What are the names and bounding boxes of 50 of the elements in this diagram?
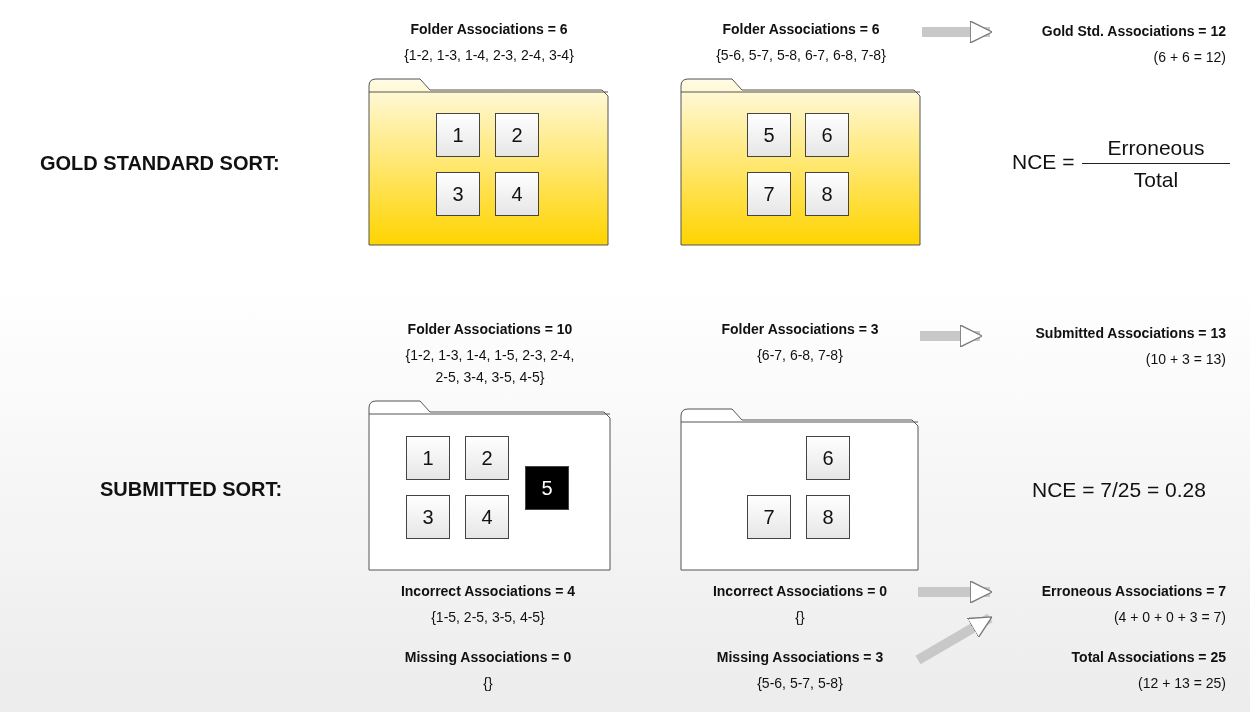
formula-text: NCE = <box>1012 150 1075 174</box>
count-heading: Gold Std. Associations = 12 <box>1041 22 1226 41</box>
numbered-card: 3 <box>406 495 450 539</box>
sum-formula: (10 + 3 = 13) <box>1145 350 1226 369</box>
numbered-card: 2 <box>465 436 509 480</box>
sum-formula: (12 + 13 = 25) <box>1138 674 1226 693</box>
block-arrow <box>918 580 993 604</box>
association-set: {5-6, 5-7, 5-8, 6-7, 6-8, 7-8} <box>716 46 886 65</box>
numbered-card: 4 <box>495 172 539 216</box>
row-title: GOLD STANDARD SORT: <box>40 152 280 175</box>
count-heading: Erroneous Associations = 7 <box>1041 582 1226 601</box>
count-heading: Missing Associations = 3 <box>716 648 884 667</box>
count-heading: Folder Associations = 3 <box>721 320 879 339</box>
numbered-card: 7 <box>747 172 791 216</box>
numbered-card: 1 <box>436 113 480 157</box>
association-set: {1-5, 2-5, 3-5, 4-5} <box>431 608 545 627</box>
fraction-numerator: Erroneous <box>1082 136 1230 164</box>
count-heading: Total Associations = 25 <box>1071 648 1226 667</box>
block-arrow <box>915 613 993 665</box>
numbered-card: 2 <box>495 113 539 157</box>
count-heading: Missing Associations = 0 <box>404 648 572 667</box>
numbered-card: 7 <box>747 495 791 539</box>
count-heading: Folder Associations = 6 <box>722 20 880 39</box>
numbered-card: 5 <box>525 466 569 510</box>
numbered-card: 4 <box>465 495 509 539</box>
numbered-card: 6 <box>806 436 850 480</box>
association-set: {1-2, 1-3, 1-4, 2-3, 2-4, 3-4} <box>404 46 574 65</box>
sum-formula: (6 + 6 = 12) <box>1153 48 1226 67</box>
fraction-denominator: Total <box>1132 168 1180 192</box>
numbered-card: 1 <box>406 436 450 480</box>
numbered-card: 6 <box>805 113 849 157</box>
association-set: {5-6, 5-7, 5-8} <box>757 674 843 693</box>
count-heading: Folder Associations = 6 <box>410 20 568 39</box>
association-set: {} <box>795 608 805 627</box>
association-set: {} <box>483 674 493 693</box>
numbered-card: 8 <box>805 172 849 216</box>
association-set: {1-2, 1-3, 1-4, 1-5, 2-3, 2-4, 2-5, 3-4, 3-5, 4-5} <box>404 346 576 387</box>
sum-formula: (4 + 0 + 0 + 3 = 7) <box>1113 608 1226 627</box>
block-arrow <box>922 20 993 44</box>
count-heading: Folder Associations = 10 <box>407 320 573 339</box>
count-heading: Incorrect Associations = 4 <box>400 582 576 601</box>
numbered-card: 5 <box>747 113 791 157</box>
block-arrow <box>920 324 983 348</box>
count-heading: Submitted Associations = 13 <box>1035 324 1226 343</box>
association-set: {6-7, 6-8, 7-8} <box>757 346 843 365</box>
numbered-card: 8 <box>806 495 850 539</box>
count-heading: Incorrect Associations = 0 <box>712 582 888 601</box>
numbered-card: 3 <box>436 172 480 216</box>
result-formula: NCE = 7/25 = 0.28 <box>1032 478 1206 502</box>
row-title: SUBMITTED SORT: <box>100 478 283 501</box>
